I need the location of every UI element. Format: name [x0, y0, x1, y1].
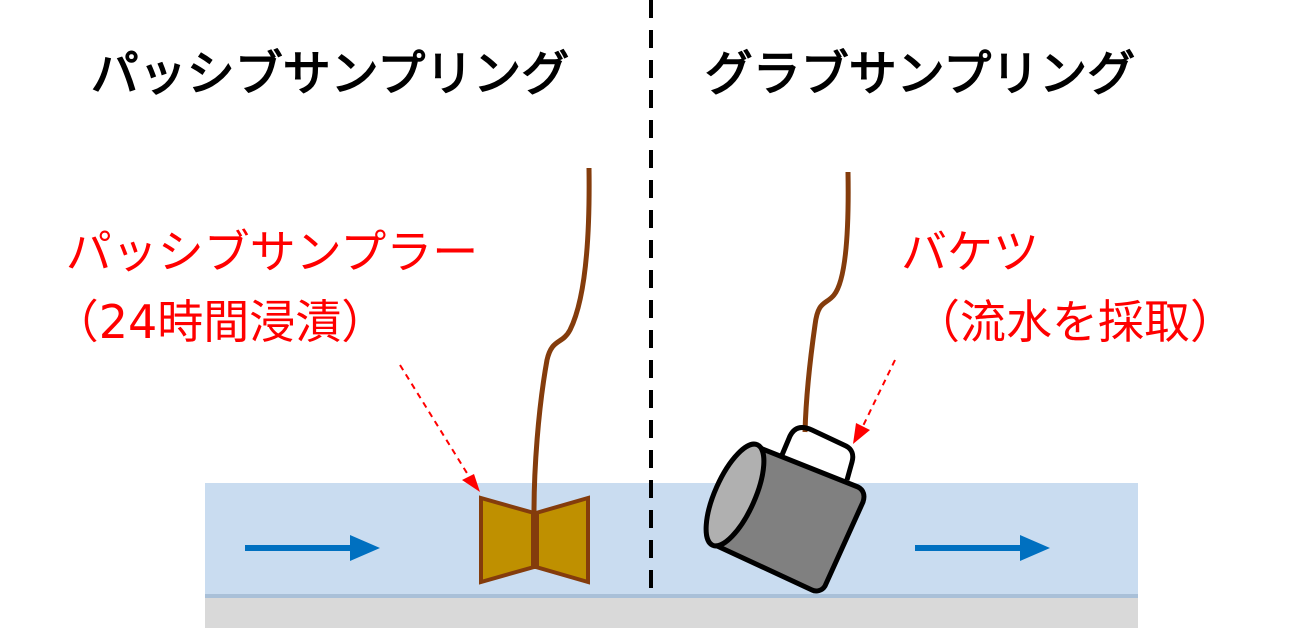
- flowing-water-label: （流水を採取）: [914, 295, 1236, 349]
- immersion-time-label: （24時間浸漬）: [53, 295, 388, 349]
- water: [205, 483, 1138, 597]
- bucket-icon: [703, 425, 867, 594]
- bucket-pointer-arrow: [853, 359, 896, 444]
- flow-arrow-right: [915, 535, 1050, 561]
- sampler-rope: [531, 167, 592, 513]
- bucket-label: バケツ: [901, 225, 1039, 279]
- passive-sampler-icon: [479, 495, 590, 585]
- left-title: パッシブサンプリング: [91, 46, 570, 102]
- sampler-pointer-arrow: [399, 364, 480, 492]
- water-bottom-edge: [205, 594, 1138, 598]
- right-title: グラブサンプリング: [705, 46, 1136, 102]
- passive-sampler-label: パッシブサンプラー: [66, 225, 479, 279]
- bucket-rope: [802, 171, 851, 433]
- ground: [205, 597, 1138, 628]
- flow-arrow-left: [245, 535, 380, 561]
